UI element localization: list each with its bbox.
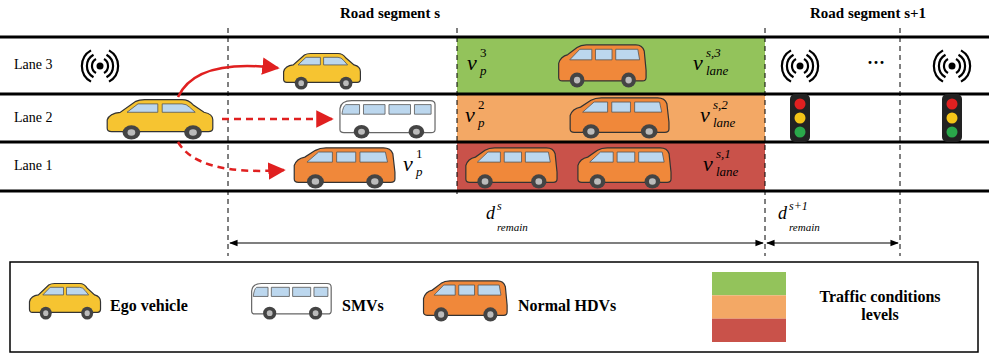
math-symbol: p bbox=[416, 165, 423, 179]
speed-symbol: 2 bbox=[478, 98, 485, 112]
math-symbol: d bbox=[778, 204, 787, 224]
smv-vehicle bbox=[340, 101, 435, 139]
speed-symbol: v bbox=[467, 51, 477, 75]
speed-symbol: s,2 bbox=[713, 98, 728, 112]
lane-name: Lane 3 bbox=[14, 57, 52, 72]
speed-symbol: lane bbox=[706, 64, 728, 78]
segment-boundary-lines bbox=[228, 28, 900, 256]
speed-symbol: s,1 bbox=[716, 147, 731, 161]
math-symbol: 1 bbox=[416, 147, 423, 161]
segment-heading: Road segment s+1 bbox=[810, 5, 926, 22]
lane3-vehicle bbox=[284, 54, 361, 90]
legend-label: Normal HDVs bbox=[518, 297, 616, 315]
speed-symbol: s,3 bbox=[706, 46, 721, 60]
legend-vehicle-icon bbox=[424, 281, 508, 322]
radio-antenna-icon bbox=[934, 50, 970, 81]
speed-symbol: 3 bbox=[480, 46, 487, 60]
legend-label: Ego vehicle bbox=[110, 297, 188, 315]
speed-symbol: v bbox=[703, 152, 713, 176]
speed-symbol: v bbox=[465, 103, 475, 127]
traffic-light-icon bbox=[942, 94, 962, 142]
speed-symbol: v bbox=[700, 103, 710, 127]
lane-name: Lane 2 bbox=[14, 110, 52, 125]
traffic-light-icon bbox=[790, 94, 810, 142]
lane-lines bbox=[0, 37, 989, 191]
ellipsis-mark: ··· bbox=[867, 54, 885, 74]
legend-frame bbox=[10, 262, 978, 352]
math-symbol: v bbox=[403, 152, 413, 176]
segment-heading: Road segment s bbox=[340, 5, 440, 22]
legend-icons bbox=[29, 272, 786, 342]
math-symbol: remain bbox=[497, 221, 528, 233]
math-symbol: s+1 bbox=[789, 200, 808, 213]
math-symbol: s bbox=[497, 200, 502, 213]
distance-dimension bbox=[230, 243, 898, 244]
radio-antenna-icon bbox=[782, 50, 818, 81]
speed-symbol: lane bbox=[716, 165, 738, 179]
traffic-level-band: vs,1 lane bbox=[457, 142, 765, 191]
math-symbol: remain bbox=[789, 221, 820, 233]
math-symbol: d bbox=[486, 204, 495, 224]
speed-symbol: v bbox=[693, 51, 703, 75]
speed-symbol: p bbox=[480, 64, 487, 78]
speed-symbol: lane bbox=[713, 116, 735, 130]
legend-vehicle-icon bbox=[29, 284, 100, 320]
ego-vehicle bbox=[107, 100, 213, 140]
lane-name: Lane 1 bbox=[14, 158, 52, 173]
legend-label: Traffic conditions levels bbox=[800, 288, 960, 323]
speed-symbol: p bbox=[478, 116, 485, 130]
traffic-levels-swatch bbox=[712, 272, 786, 342]
legend-vehicle-icon bbox=[252, 284, 332, 320]
traffic-level-band: v2pvs,2lane bbox=[457, 94, 765, 142]
traffic-level-band: v3pvs,3lane bbox=[457, 37, 765, 94]
radio-antenna-icon bbox=[82, 50, 118, 81]
legend-label: SMVs bbox=[342, 297, 384, 315]
hdv-vehicle bbox=[294, 148, 395, 189]
lane-change-arrows bbox=[178, 66, 332, 171]
